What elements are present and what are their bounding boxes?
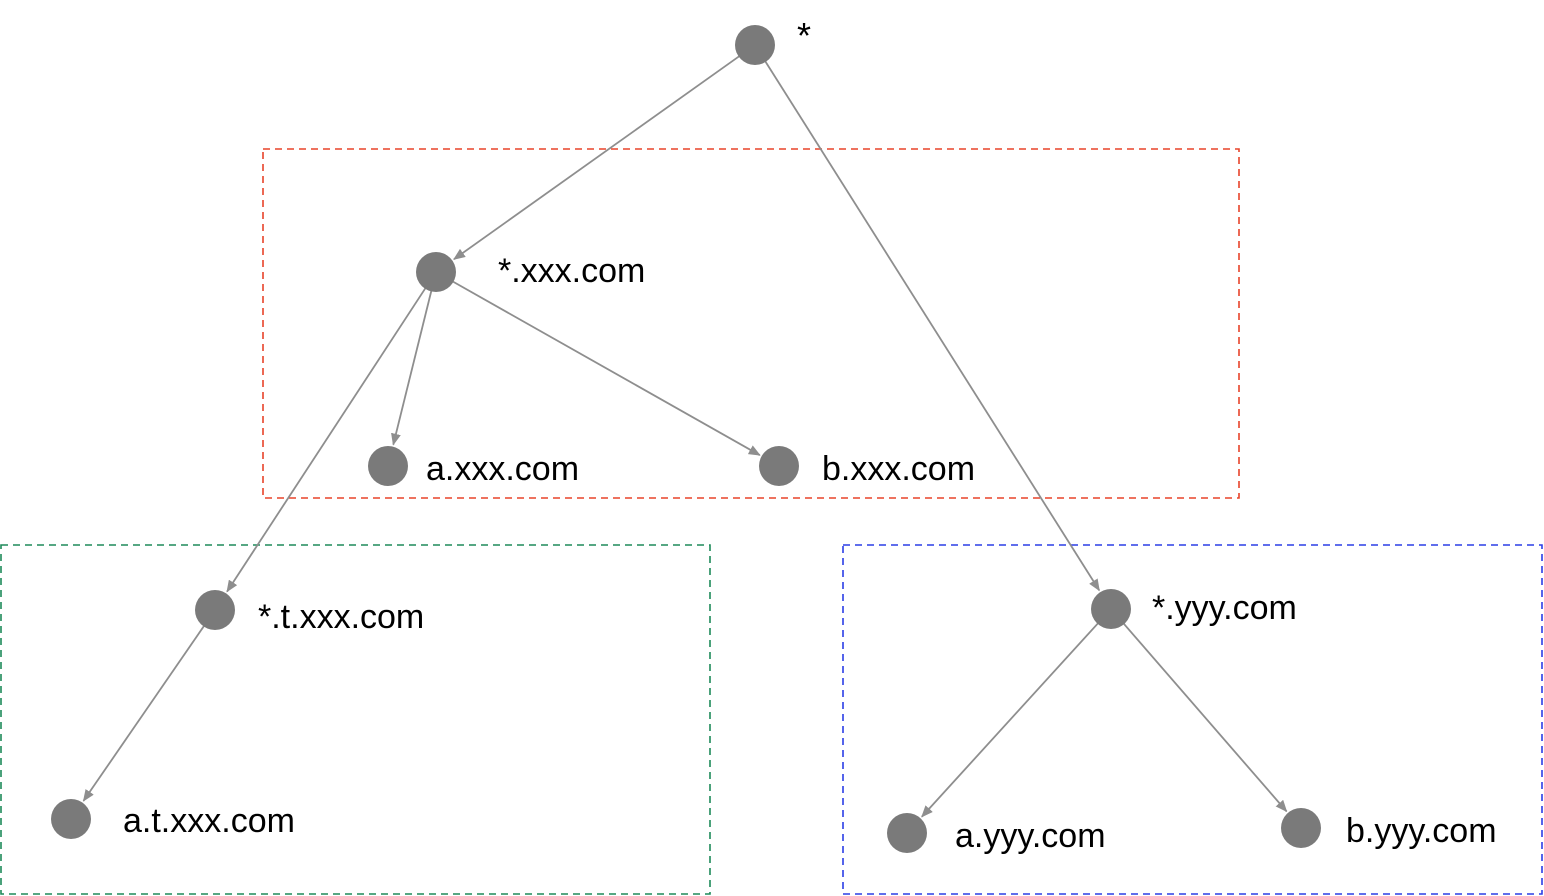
node-b-yyy [1281,808,1321,848]
node-label-wild-t-xxx: *.t.xxx.com [258,598,424,636]
edge-wild-xxx-to-a-xxx [391,289,433,446]
edge-wild-xxx-to-wild-t-xxx [226,286,427,593]
node-a-t-xxx [51,799,91,839]
edge-wild-t-xxx-to-a-t-xxx [82,624,206,802]
edge-wild-xxx-to-b-xxx [451,280,761,456]
node-label-a-xxx: a.xxx.com [426,450,579,488]
node-a-xxx [368,446,408,486]
t-xxx-group-box [0,544,711,895]
node-label-wild-yyy: *.yyy.com [1152,589,1297,627]
edge-root-to-wild-xxx [453,54,741,260]
yyy-group-box [842,544,1543,895]
node-b-xxx [759,446,799,486]
node-label-b-yyy: b.yyy.com [1346,812,1497,850]
edges-layer [82,54,1288,818]
nodes-layer [51,25,1321,853]
node-label-b-xxx: b.xxx.com [822,450,975,488]
node-label-wild-xxx: *.xxx.com [498,252,645,290]
node-root [735,25,775,65]
xxx-group-box [262,148,1240,499]
node-a-yyy [887,813,927,853]
node-wild-t-xxx [195,590,235,630]
edge-wild-yyy-to-b-yyy [1122,622,1288,813]
edge-root-to-wild-yyy [763,59,1101,592]
groups-layer [0,148,1543,895]
node-label-a-yyy: a.yyy.com [955,817,1106,855]
labels-layer: * *.xxx.com a.xxx.com b.xxx.com *.t.xxx.com a… [123,15,1497,855]
node-wild-xxx [416,252,456,292]
node-wild-yyy [1091,589,1131,629]
node-label-root: * [797,15,811,56]
edge-wild-yyy-to-a-yyy [921,621,1100,818]
node-label-a-t-xxx: a.t.xxx.com [123,802,295,840]
